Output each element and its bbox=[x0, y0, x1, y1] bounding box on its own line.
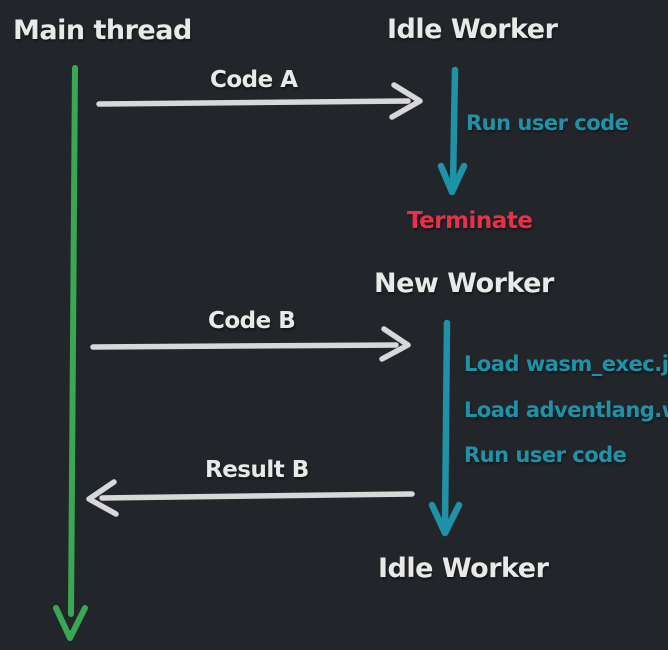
result-b-label: Result B bbox=[205, 457, 309, 483]
main-thread-lifeline-arrow bbox=[53, 65, 88, 641]
run-user-code-top-label: Run user code bbox=[466, 111, 629, 135]
idle-worker-bottom-title: Idle Worker bbox=[378, 553, 549, 584]
code-a-label: Code A bbox=[210, 67, 298, 93]
run-user-code-top-arrow bbox=[437, 66, 468, 196]
idle-worker-top-title: Idle Worker bbox=[387, 14, 558, 45]
main-thread-title: Main thread bbox=[13, 15, 192, 46]
new-worker-title: New Worker bbox=[374, 268, 554, 299]
run-user-code-bottom-label: Run user code bbox=[464, 443, 627, 467]
code-b-arrow bbox=[90, 326, 411, 362]
load-adventlang-label: Load adventlang.wasm bbox=[464, 398, 668, 422]
result-b-arrow bbox=[86, 479, 415, 517]
code-b-label: Code B bbox=[208, 308, 296, 334]
code-a-arrow bbox=[96, 82, 423, 120]
new-worker-activity-arrow bbox=[428, 319, 463, 537]
load-wasm-exec-label: Load wasm_exec.js bbox=[464, 352, 668, 376]
terminate-label: Terminate bbox=[407, 208, 533, 234]
